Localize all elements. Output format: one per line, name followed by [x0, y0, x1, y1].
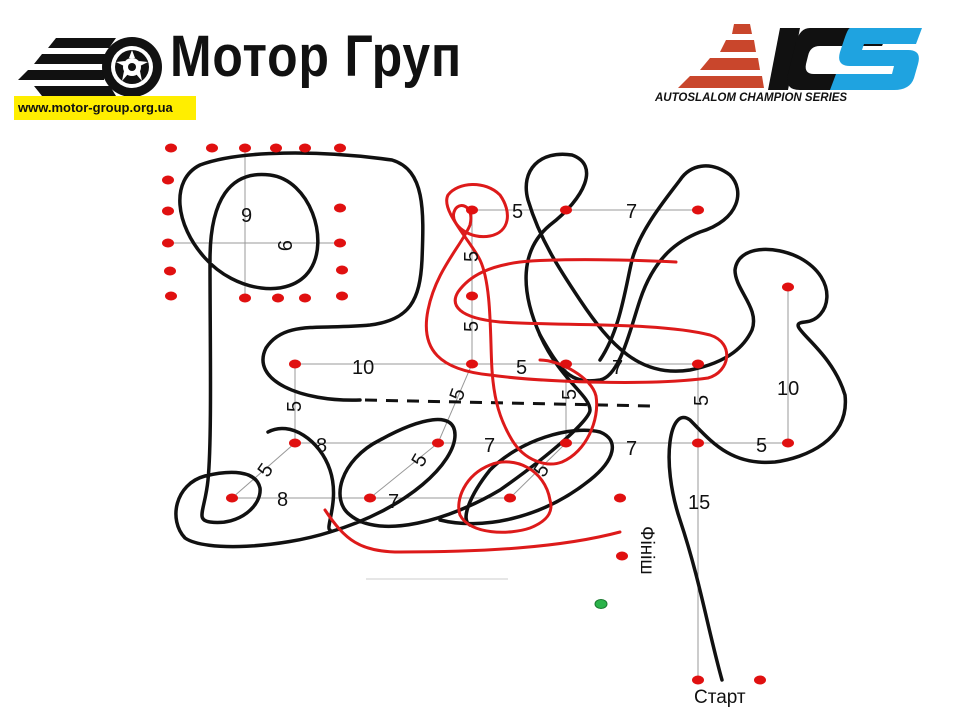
dashed-gate-line — [364, 398, 651, 408]
distance-label: 5 — [461, 321, 483, 332]
distance-label: 5 — [756, 435, 767, 457]
cone-marker — [336, 291, 348, 301]
cone-marker — [165, 143, 177, 153]
cone-marker — [782, 282, 794, 292]
cone-marker — [692, 205, 704, 215]
route-loop-lower — [266, 426, 615, 532]
distance-label: 8 — [277, 489, 288, 511]
cone-marker — [466, 359, 478, 369]
cone-marker — [162, 175, 174, 185]
brand-url[interactable]: www.motor-group.org.ua — [14, 96, 196, 120]
cone-marker — [299, 293, 311, 303]
cone-marker — [692, 438, 704, 448]
distance-label: 7 — [388, 491, 399, 513]
cone-marker — [334, 238, 346, 248]
distance-label: 5 — [691, 395, 713, 406]
cone-marker — [206, 143, 218, 153]
measurement-lines — [170, 148, 789, 680]
distance-label: 5 — [254, 459, 278, 481]
distance-label: 7 — [626, 438, 637, 460]
cone-marker — [560, 359, 572, 369]
distance-label: 7 — [626, 201, 637, 223]
cone-marker — [692, 359, 704, 369]
speed-lines-icon — [18, 38, 116, 96]
finish-route-path — [424, 183, 729, 466]
distance-label: 9 — [273, 240, 295, 251]
cone-marker — [289, 359, 301, 369]
cone-marker — [614, 493, 626, 503]
motor-group-logo — [18, 37, 162, 97]
route-loop-upper-right — [538, 164, 740, 383]
cone-marker — [364, 493, 376, 503]
cone-marker — [432, 438, 444, 448]
distance-label: 7 — [612, 357, 623, 379]
green-cone-marker — [594, 599, 608, 609]
cone-marker — [226, 493, 238, 503]
start-label: Старт — [694, 687, 746, 708]
distance-label: 15 — [688, 492, 710, 514]
measure-line — [509, 442, 567, 499]
cone-marker — [272, 293, 284, 303]
cone-marker — [754, 675, 766, 685]
series-tagline: AUTOSLALOM CHAMPION SERIES — [655, 92, 848, 104]
distance-label: 5 — [284, 401, 306, 412]
brand-title: Мотор Груп — [170, 24, 463, 89]
main-route-path — [174, 151, 847, 682]
distance-label: 5 — [407, 450, 432, 471]
measure-line — [369, 442, 439, 499]
cone-marker — [782, 438, 794, 448]
distance-label: 7 — [484, 435, 495, 457]
distance-label: 5 — [461, 251, 483, 262]
cone-marker — [239, 143, 251, 153]
distance-label: 8 — [316, 435, 327, 457]
measure-line — [437, 363, 473, 444]
cone-marker — [239, 293, 251, 303]
cone-marker — [334, 143, 346, 153]
cone-marker — [692, 675, 704, 685]
distance-label: 10 — [777, 378, 799, 400]
cone-marker — [162, 238, 174, 248]
cone-marker — [165, 291, 177, 301]
acs-letters-icon — [787, 28, 922, 90]
finish-route-tail — [323, 460, 622, 554]
distance-label: 9 — [241, 205, 252, 227]
distance-labels: 9 9 5 7 5 5 10 5 7 10 5 5 5 5 8 7 7 5 5 … — [241, 201, 799, 514]
cone-marker — [616, 551, 628, 561]
cone-marker — [164, 266, 176, 276]
cone-marker — [299, 143, 311, 153]
cone-marker — [504, 493, 516, 503]
distance-label: 5 — [559, 389, 581, 400]
distance-label: 5 — [516, 357, 527, 379]
cone-marker — [334, 203, 346, 213]
cone-marker — [466, 205, 478, 215]
measure-line — [231, 442, 296, 499]
finish-label: Фініш — [636, 526, 657, 575]
cone-group — [162, 143, 794, 685]
acs-logo — [678, 24, 922, 90]
cone-marker — [560, 205, 572, 215]
wheel-icon — [102, 37, 162, 97]
distance-label: 5 — [512, 201, 523, 223]
distance-label: 10 — [352, 357, 374, 379]
acs-cone-icon — [678, 24, 800, 90]
cone-marker — [466, 291, 478, 301]
cone-marker — [336, 265, 348, 275]
cone-marker — [162, 206, 174, 216]
cone-marker — [270, 143, 282, 153]
cone-marker — [289, 438, 301, 448]
cone-marker — [560, 438, 572, 448]
